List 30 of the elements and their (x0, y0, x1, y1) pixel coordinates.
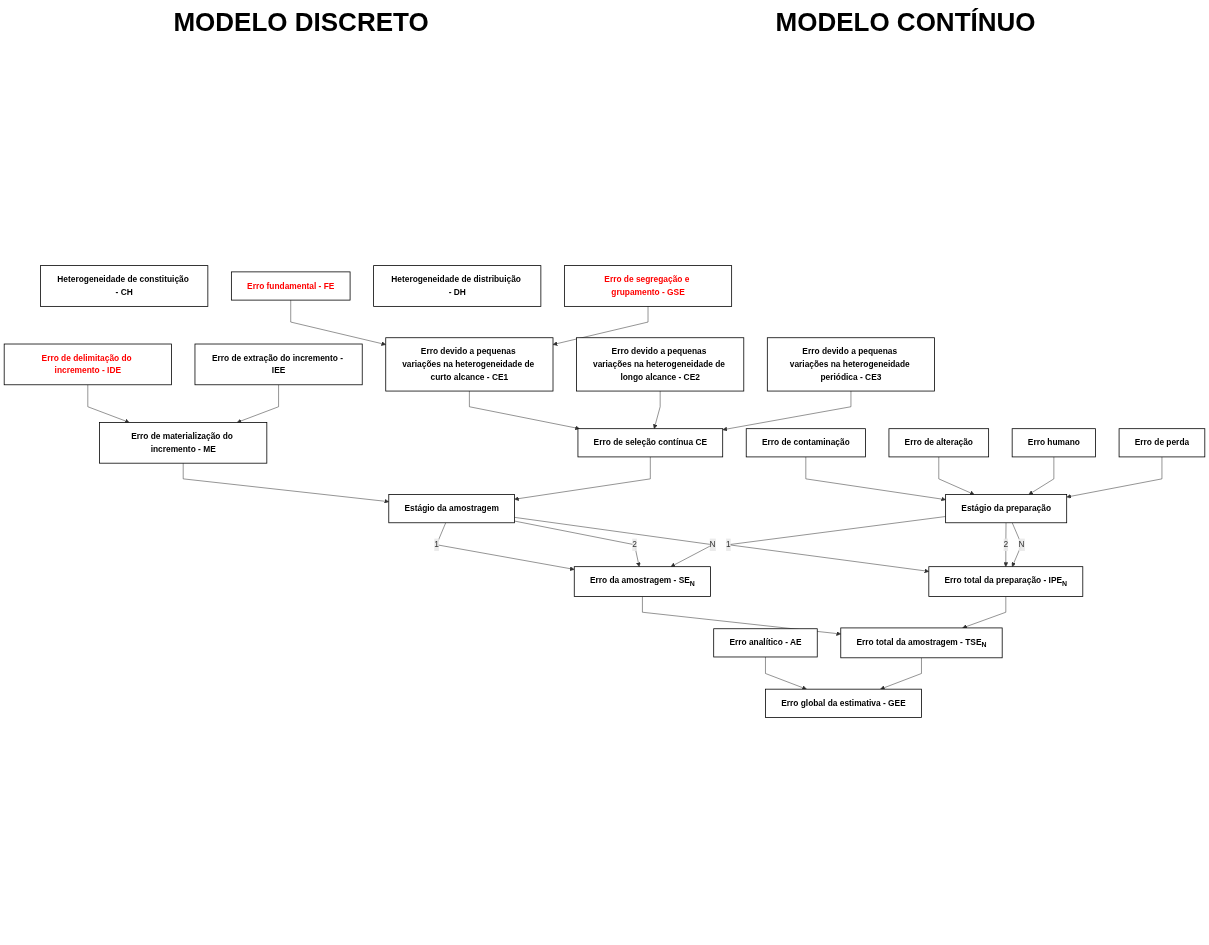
node-box: Estágio da preparação (945, 494, 1068, 524)
node-box: Estágio da amostragem (388, 494, 515, 524)
node-box: Erro de alteração (888, 428, 990, 458)
node-box: Erro de contaminação (745, 428, 866, 458)
node-box: Erro de delimitação do incremento - IDE (3, 343, 172, 386)
node-box: Erro total da amostragem - TSE$_{N}$ (840, 627, 1003, 659)
node-box: Erro devido a pequenas variações na heterogeneidade periódica - CE3 (766, 337, 935, 392)
node-box: Erro da amostragem - SE$_{N}$ (573, 566, 711, 597)
edge-label: 2 (632, 540, 637, 549)
node-box: Heterogeneidade de distribuição - DH (373, 265, 542, 307)
column-heading: MODELO CONTÍNUO (775, 6, 1036, 38)
node-box: Erro de materialização do incremento - ME (99, 422, 268, 464)
edge-label: N (709, 540, 716, 549)
node-box: Erro de perda (1118, 428, 1206, 458)
node-box: Erro total da preparação - IPE$_{N}$ (928, 566, 1084, 597)
edge-label: 1 (434, 540, 439, 549)
node-box: Heterogeneidade de constituição - CH (40, 265, 209, 307)
node-box: Erro devido a pequenas variações na heterogeneidade de longo alcance - CE2 (576, 337, 745, 392)
node-box: Erro humano (1011, 428, 1096, 458)
node-box: Erro de extração do incremento - IEE (194, 343, 363, 386)
node-box: Erro de segregação e grupamento - GSE (564, 265, 733, 307)
node-box: Erro devido a pequenas variações na heterogeneidade de curto alcance - CE1 (385, 337, 554, 392)
edge-label: N (1018, 540, 1025, 549)
edge-label: 1 (726, 540, 731, 549)
node-box: Erro de seleção contínua CE (577, 428, 724, 458)
edge-label: 2 (1003, 540, 1009, 549)
node-box: Erro global da estimativa - GEE (765, 688, 922, 718)
node-box: Erro fundamental - FE (231, 271, 351, 301)
column-heading: MODELO DISCRETO (173, 6, 429, 38)
node-box: Erro analítico - AE (713, 628, 818, 658)
